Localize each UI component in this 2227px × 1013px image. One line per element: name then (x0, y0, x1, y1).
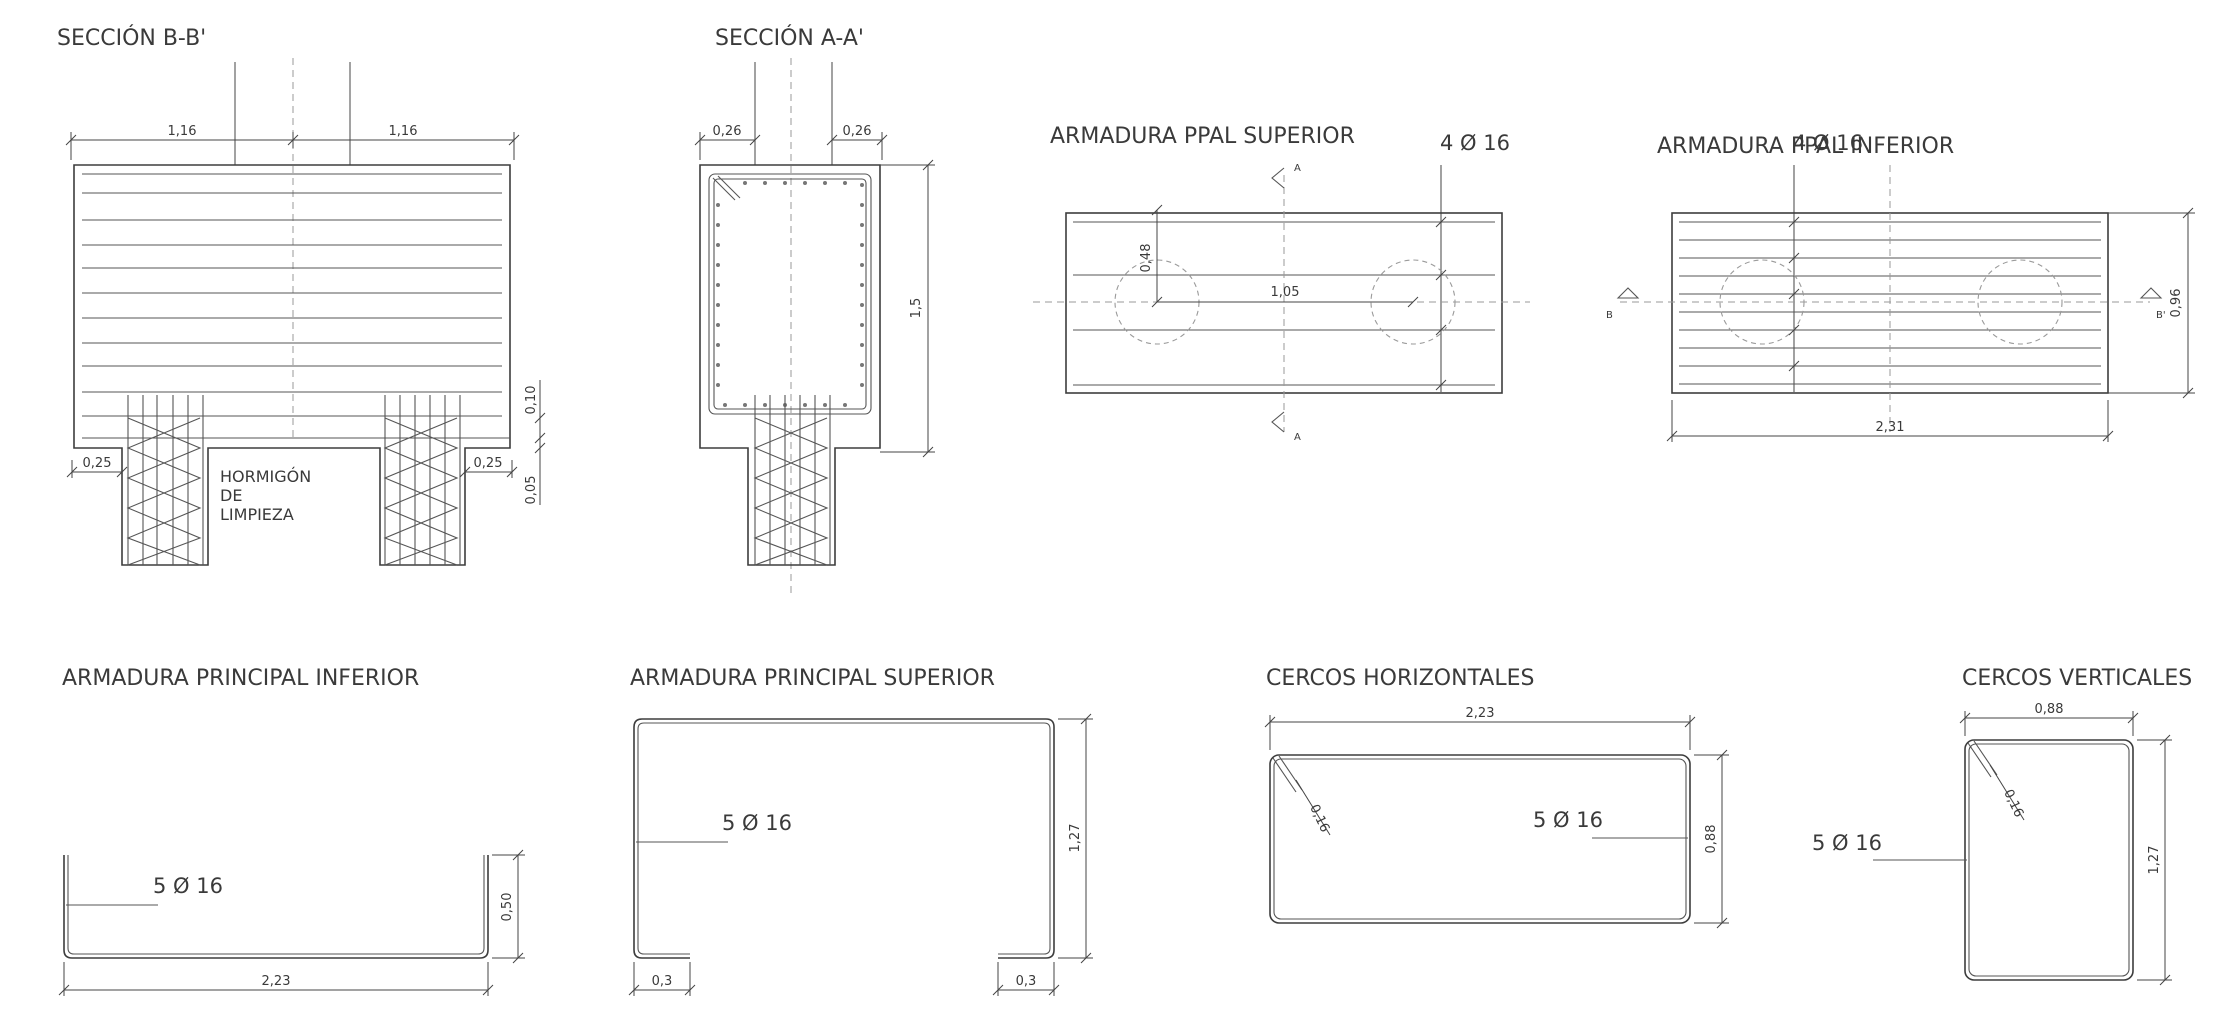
section-bb-title: SECCIÓN B-B' (57, 25, 206, 51)
mark-a-bottom: A (1294, 432, 1301, 443)
principal-superior-rebar-label: 5 Ø 16 (722, 811, 792, 835)
dim-ps-right-hook: 0,3 (1016, 974, 1037, 989)
aa-pile (753, 395, 831, 566)
dim-inf-width: 2,31 (1876, 420, 1905, 435)
dim-cv-height: 1,27 (2147, 846, 2162, 875)
dim-cv-width: 0,88 (2035, 702, 2064, 717)
bb-pile-left (126, 395, 204, 566)
dim-ch-height: 0,88 (1704, 825, 1719, 854)
dim-ps-height: 1,27 (1068, 824, 1083, 853)
dim-sup-horizontal: 1,05 (1271, 285, 1300, 300)
dim-bb-base: 0,05 (524, 476, 539, 505)
dim-aa-right-col: 0,26 (843, 124, 872, 139)
principal-superior-title: ARMADURA PRINCIPAL SUPERIOR (630, 666, 995, 691)
dim-pi-height: 0,50 (500, 893, 515, 922)
dim-aa-left-col: 0,26 (713, 124, 742, 139)
cercos-horizontales-title: CERCOS HORIZONTALES (1266, 666, 1534, 691)
dim-inf-height: 0,96 (2169, 289, 2184, 318)
bb-rebars (82, 173, 510, 439)
plan-ppal-inferior: ARMADURA PPAL INFERIOR 4 Ø 16 0,96 (1606, 131, 2195, 442)
dim-bb-right-offset: 0,25 (474, 456, 503, 471)
dim-bb-right-half: 1,16 (389, 124, 418, 139)
bar-principal-inferior: ARMADURA PRINCIPAL INFERIOR 5 Ø 16 0,50 … (58, 666, 525, 996)
ppal-superior-rebar-label: 4 Ø 16 (1440, 131, 1510, 155)
bar-cercos-verticales: CERCOS VERTICALES 0,16 5 Ø 16 0,88 1,27 (1812, 666, 2192, 986)
aa-rebar-dots (716, 181, 864, 407)
dim-aa-height: 1,5 (909, 298, 924, 319)
plan-ppal-superior: ARMADURA PPAL SUPERIOR 4 Ø 16 0,48 1,05 … (1033, 124, 1530, 443)
ppal-inferior-rebar-label: 4 Ø 16 (1793, 131, 1863, 155)
cercos-verticales-title: CERCOS VERTICALES (1962, 666, 2192, 691)
dim-pi-width: 2,23 (262, 974, 291, 989)
note-de: DE (220, 486, 242, 505)
bb-pile-right (383, 395, 461, 566)
ppal-superior-title: ARMADURA PPAL SUPERIOR (1050, 124, 1355, 149)
mark-a-top: A (1294, 163, 1301, 174)
section-aa-title: SECCIÓN A-A' (715, 25, 864, 51)
dim-sup-vertical: 0,48 (1139, 244, 1154, 273)
principal-inferior-rebar-label: 5 Ø 16 (153, 874, 223, 898)
dim-bb-cover: 0,10 (524, 386, 539, 415)
dim-ps-left-hook: 0,3 (652, 974, 673, 989)
dim-bb-left-offset: 0,25 (83, 456, 112, 471)
ppal-inferior-title: ARMADURA PPAL INFERIOR (1657, 134, 1954, 159)
note-hormigon: HORMIGÓN (220, 467, 311, 486)
section-bb: SECCIÓN B-B' 1,16 1,16 (57, 25, 546, 566)
mark-b-left: B (1606, 310, 1613, 321)
section-aa: SECCIÓN A-A' 0,26 0,26 (694, 25, 935, 598)
bar-principal-superior: ARMADURA PRINCIPAL SUPERIOR 5 Ø 16 1,27 … (628, 666, 1093, 996)
dim-ch-hook: 0,16 (1306, 802, 1332, 835)
dim-cv-hook: 0,16 (2000, 787, 2026, 820)
cercos-horizontales-rebar-label: 5 Ø 16 (1533, 808, 1603, 832)
dim-bb-left-half: 1,16 (168, 124, 197, 139)
bar-cercos-horizontales: CERCOS HORIZONTALES 0,16 5 Ø 16 2,23 0,8… (1264, 666, 1729, 929)
principal-inferior-title: ARMADURA PRINCIPAL INFERIOR (62, 666, 419, 691)
mark-b-right: B' (2156, 310, 2166, 321)
note-limpieza: LIMPIEZA (220, 505, 294, 524)
cercos-verticales-rebar-label: 5 Ø 16 (1812, 831, 1882, 855)
dim-ch-width: 2,23 (1466, 706, 1495, 721)
